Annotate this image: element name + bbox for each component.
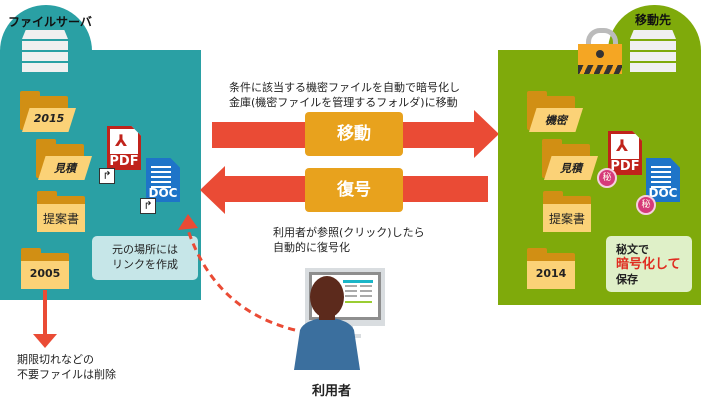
folder-2014[interactable]: 2014 xyxy=(527,248,585,291)
delete-arrow xyxy=(33,290,57,348)
access-dashed-arrow xyxy=(178,214,296,332)
encrypted-storage-note: 秘文で 暗号化して 保存 xyxy=(606,236,692,292)
user-icon xyxy=(294,276,360,370)
folder-proposal[interactable]: 提案書 xyxy=(543,191,601,234)
secret-seal-icon: 秘 xyxy=(597,168,617,188)
lock-icon xyxy=(578,28,622,74)
file-server-title: ファイルサーバ xyxy=(8,15,92,29)
server-icon xyxy=(22,30,68,74)
folder-estimate[interactable]: 見積 xyxy=(36,139,94,182)
folder-confidential[interactable]: 機密 xyxy=(527,91,585,134)
pdf-file-icon[interactable]: ⅄PDF xyxy=(608,131,642,175)
secret-seal-icon: 秘 xyxy=(636,195,656,215)
move-button[interactable]: 移動 xyxy=(305,112,403,156)
link-created-note: 元の場所には リンクを作成 xyxy=(92,236,198,280)
doc-file-icon[interactable]: DOC xyxy=(646,158,680,202)
shortcut-icon: ↱ xyxy=(140,198,156,214)
destination-title: 移動先 xyxy=(635,13,672,27)
shortcut-icon: ↱ xyxy=(99,168,115,184)
folder-2005[interactable]: 2005 xyxy=(21,248,79,291)
decrypt-caption: 利用者が参照(クリック)したら 自動的に復号化 xyxy=(273,226,425,254)
delete-caption: 期限切れなどの 不要ファイルは削除 xyxy=(17,353,116,381)
folder-proposal[interactable]: 提案書 xyxy=(37,191,95,234)
decrypt-button[interactable]: 復号 xyxy=(305,168,403,212)
pdf-file-icon[interactable]: ⅄PDF xyxy=(107,126,141,170)
user-label: 利用者 xyxy=(312,384,352,399)
folder-2015[interactable]: 2015 xyxy=(20,91,78,134)
folder-estimate[interactable]: 見積 xyxy=(542,139,600,182)
doc-file-icon[interactable]: DOC xyxy=(146,158,180,202)
move-caption: 条件に該当する機密ファイルを自動で暗号化し 金庫(機密ファイルを管理するフォルダ… xyxy=(229,81,460,109)
server-icon xyxy=(630,30,676,74)
